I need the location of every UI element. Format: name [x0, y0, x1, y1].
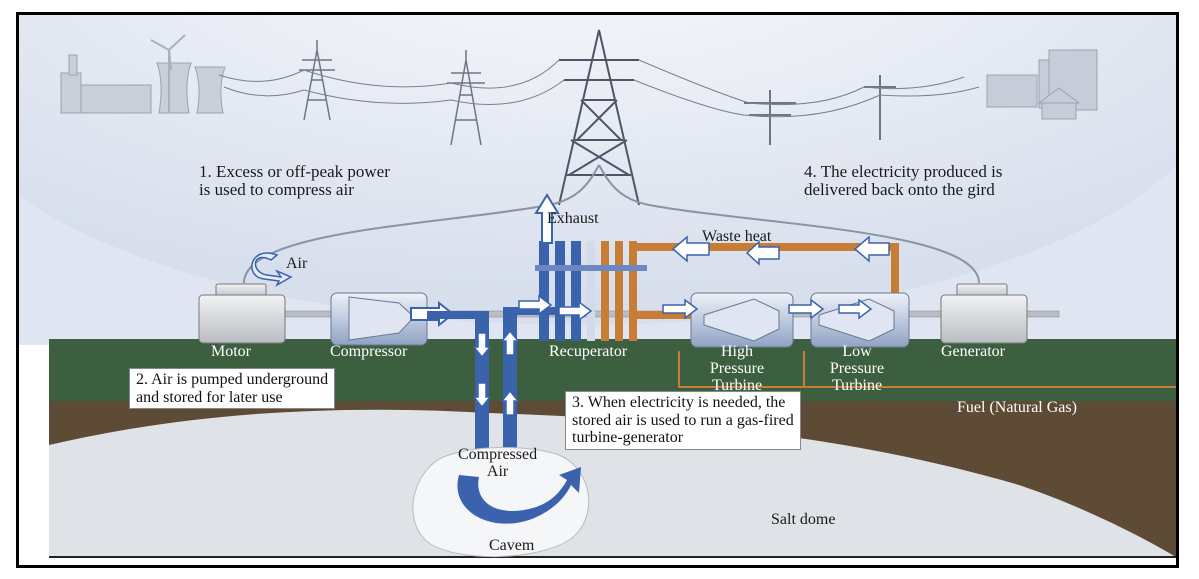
arrows-down [472, 332, 492, 409]
hp-line2: Pressure [709, 359, 765, 377]
orange-return [637, 311, 727, 319]
compressor-machine [330, 292, 428, 346]
step3-box: 3. When electricity is needed, the store… [565, 391, 801, 450]
recuperator-unit [535, 241, 647, 341]
arrow-recup-in [518, 294, 553, 316]
compressed-air-label: Compressed Air [458, 446, 538, 481]
motor-label: Motor [211, 343, 251, 360]
step2-line2: and stored for later use [136, 388, 283, 406]
arrow-into-lp [788, 298, 825, 320]
salt-dome [49, 409, 1176, 557]
hp-turbine [690, 292, 794, 348]
compressed-air-line1: Compressed [458, 446, 538, 463]
transmission-tower-small-1 [299, 40, 335, 121]
step3-line3: turbine-generator [572, 429, 684, 447]
compressed-air-line2: Air [486, 462, 509, 480]
waste-heat-arrows [671, 235, 890, 266]
arrow-into-hp [662, 298, 699, 320]
power-plant-icon [60, 34, 226, 114]
air-swirl-arrow [251, 252, 293, 287]
hp-line3: Turbine [711, 376, 763, 394]
air-label: Air [286, 255, 308, 272]
pipe-compressor-to-shaft [427, 311, 489, 319]
transmission-tower-small-2 [447, 50, 485, 146]
arrows-up [500, 329, 520, 416]
caes-diagram [19, 15, 1176, 558]
utility-pole-2 [864, 75, 896, 140]
diagram-frame: 1. Excess or off-peak power is used to c… [16, 12, 1179, 568]
cavern [412, 447, 590, 558]
power-lines [218, 59, 980, 118]
waste-heat-label: Waste heat [702, 228, 772, 245]
step2-box: 2. Air is pumped underground and stored … [129, 368, 336, 410]
lp-line3: Turbine [831, 376, 883, 394]
fuel-label: Fuel (Natural Gas) [957, 399, 1077, 416]
lp-line1: Low [842, 343, 872, 360]
hp-turbine-label: High Pressure Turbine [695, 343, 779, 394]
cavern-swirl-arrow [457, 467, 581, 524]
lp-turbine-label: Low Pressure Turbine [815, 343, 899, 394]
step1-line2: is used to compress air [199, 179, 354, 199]
buildings-icon [986, 49, 1098, 120]
salt-dome-label: Salt dome [771, 511, 836, 528]
step2-line1: 2. Air is pumped underground [136, 371, 329, 388]
generator-label: Generator [941, 343, 1005, 360]
fuel-line [678, 351, 1176, 388]
arrow-recup-mid [558, 300, 593, 322]
step4-line2: delivered back onto the gird [804, 179, 995, 199]
recuperator-label: Recuperator [549, 343, 628, 360]
step1-caption: 1. Excess or off-peak power is used to c… [199, 163, 390, 199]
step4-line1: 4. The electricity produced is [804, 162, 1003, 181]
lp-turbine [810, 292, 910, 348]
arrow-lp-inner [838, 298, 873, 320]
motor-machine [198, 283, 286, 344]
waste-heat-loop [637, 243, 899, 315]
step1-line1: 1. Excess or off-peak power [199, 162, 390, 181]
exhaust-label: Exhaust [547, 210, 599, 227]
step4-caption: 4. The electricity produced is delivered… [804, 163, 1002, 199]
compressor-label: Compressor [330, 343, 408, 360]
generator-machine [940, 283, 1028, 344]
step3-line1: 3. When electricity is needed, the [572, 394, 786, 411]
cavern-label: Cavem [489, 537, 535, 554]
step3-line2: stored air is used to run a gas-fired [572, 411, 794, 429]
hp-line1: High [721, 343, 753, 360]
exhaust-arrow [534, 193, 560, 244]
lp-line2: Pressure [829, 359, 885, 377]
cable-from-generator [598, 164, 980, 284]
transmission-tower-large [558, 29, 640, 206]
